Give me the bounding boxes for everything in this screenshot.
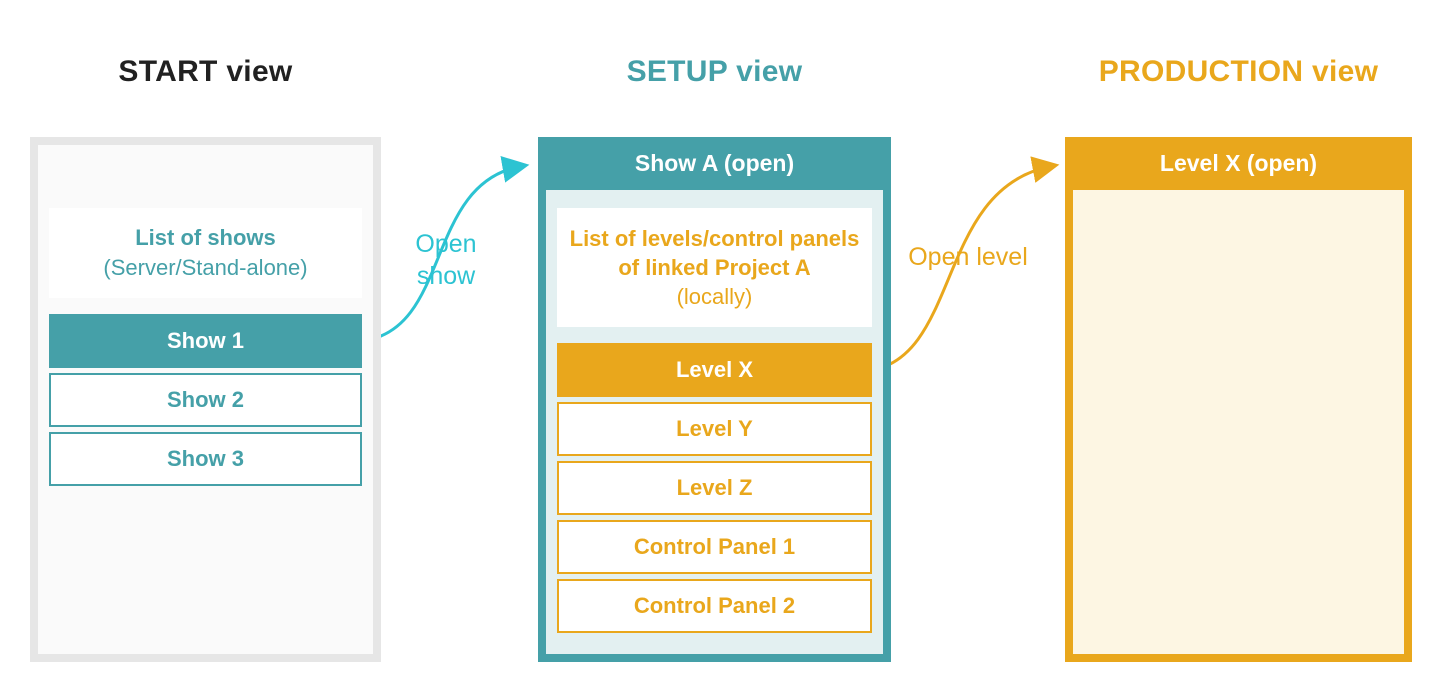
production-view-title: PRODUCTION view [1098,55,1379,88]
level-y-button[interactable]: Level Y [557,402,872,456]
list-of-levels-line2: of linked Project A [618,255,811,280]
list-of-shows-line2: (Server/Stand-alone) [103,255,308,280]
start-view-title: START view [118,55,293,88]
setup-panel-interior: List of levels/control panels of linked … [546,190,883,654]
list-of-shows-label: List of shows (Server/Stand-alone) [49,208,362,298]
show-a-open-header: Show A (open) [634,150,795,176]
list-of-levels-line3: (locally) [676,284,753,309]
list-of-levels-label: List of levels/control panels of linked … [557,208,872,327]
open-show-label: Open show [415,230,477,290]
open-level-label: Open level [908,243,1028,271]
start-view-panel: List of shows (Server/Stand-alone) Show … [30,137,381,662]
level-x-open-header: Level X (open) [1159,150,1318,176]
show-2-button[interactable]: Show 2 [49,373,362,427]
show-1-button[interactable]: Show 1 [49,314,362,368]
list-of-shows-line1: List of shows [135,225,276,250]
show-3-button[interactable]: Show 3 [49,432,362,486]
control-panel-2-button[interactable]: Control Panel 2 [557,579,872,633]
setup-view-title: SETUP view [626,55,803,88]
production-view-panel: Level X (open) [1065,137,1412,662]
level-z-button[interactable]: Level Z [557,461,872,515]
control-panel-1-button[interactable]: Control Panel 1 [557,520,872,574]
level-x-button[interactable]: Level X [557,343,872,397]
list-of-levels-line1: List of levels/control panels [569,226,860,251]
setup-view-panel: Show A (open) List of levels/control pan… [538,137,891,662]
production-panel-interior [1073,190,1404,654]
